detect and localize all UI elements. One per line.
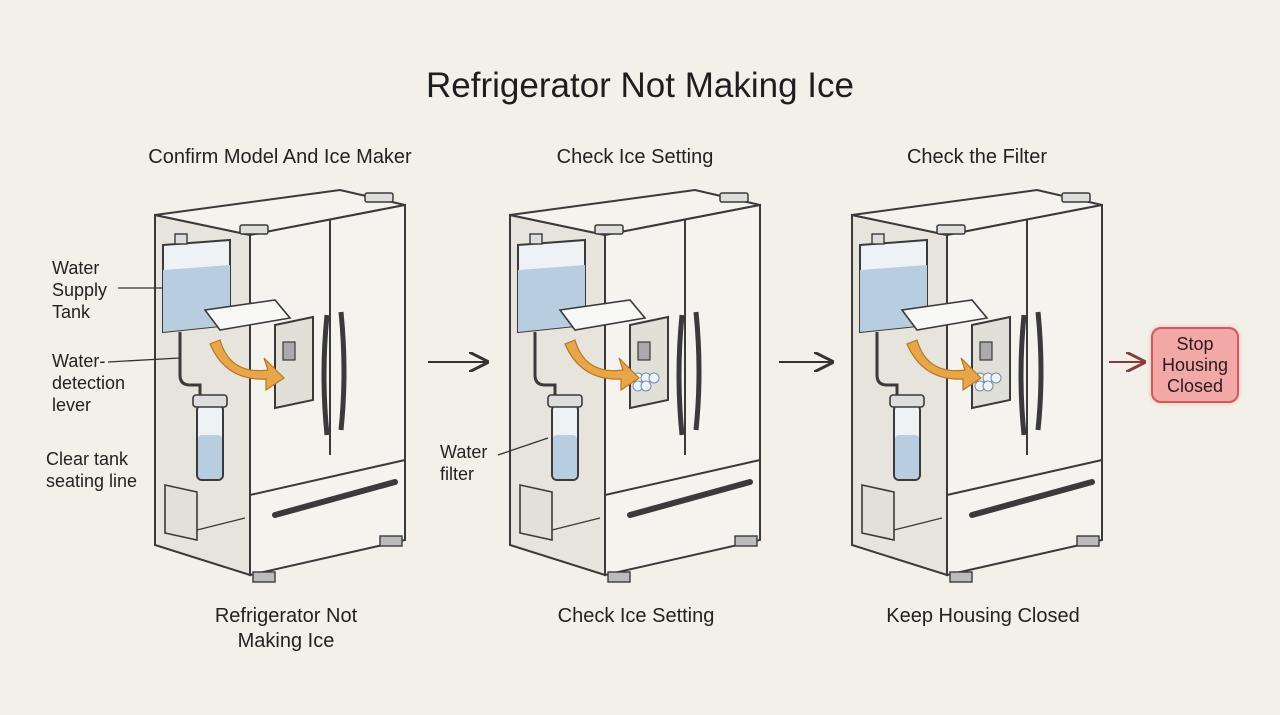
ice-tray [203,299,292,331]
ice-cube [982,380,994,392]
foot-front [607,571,631,583]
callout-water-filter: Water filter [440,442,488,484]
ice-cube [640,380,652,392]
base-pump-box [164,484,198,541]
freezer-handle [272,479,398,518]
base-line [893,517,943,531]
fridge-front [249,203,406,577]
foot-back [379,535,403,547]
fridge-illustration-2 [509,188,761,583]
leader-water-filter [497,437,549,456]
ice-dispenser [971,315,1011,410]
callout-water-supply-tank: Water Supply Tank [52,258,108,322]
ice-tray [900,299,989,331]
filter-water-fill [895,435,919,479]
water-flow-arrow [564,339,640,392]
door-handle-left [676,314,685,436]
fridge-front [946,203,1103,577]
base-line [551,517,601,531]
dispenser-nozzle [979,341,993,361]
leader-water-detection-lever [107,357,181,363]
base-pump-box [861,484,895,541]
freezer-divider [946,459,1103,496]
water-line [178,332,202,400]
hinge-right [1061,192,1091,203]
base-pump-box [519,484,553,541]
door-handle-right [1035,311,1044,431]
tank-cap [529,233,543,245]
door-handle-right [693,311,702,431]
ice-tray [558,299,647,331]
page-title: Refrigerator Not Making Ice [426,66,854,105]
tank-cap [871,233,885,245]
fridge-illustration-3 [851,188,1103,583]
filter-cap [192,394,228,408]
step-2-title: Check Ice Setting [556,146,714,168]
callout-water-detection-lever: Water- detection lever [52,351,126,415]
base-line [196,517,246,531]
filter-cap [547,394,583,408]
hinge-right [719,192,749,203]
ice-cube [648,372,660,384]
water-line [533,332,557,400]
step-2-caption: Check Ice Setting [557,605,715,627]
door-handle-left [1018,314,1027,436]
freezer-handle [627,479,753,518]
step-1-caption: Refrigerator Not Making Ice [214,605,358,652]
filter-water-fill [198,435,222,479]
fridge-illustration-1 [154,188,406,583]
foot-front [252,571,276,583]
filter-cap [889,394,925,408]
fridge-front [604,203,761,577]
water-flow-arrow [209,339,285,392]
door-handle-left [321,314,330,436]
ice-cube [990,372,1002,384]
stop-housing-closed-box: Stop Housing Closed [1151,327,1239,403]
step-1-title: Confirm Model And Ice Maker [148,146,412,168]
hinge-left [594,224,624,235]
freezer-divider [604,459,761,496]
ice-dispenser [274,315,314,410]
water-line [875,332,899,400]
step-3-caption: Keep Housing Closed [886,605,1080,627]
hinge-right [364,192,394,203]
foot-back [734,535,758,547]
ice-dispenser [629,315,669,410]
foot-front [949,571,973,583]
tank-cap [174,233,188,245]
hinge-left [239,224,269,235]
door-handle-right [338,311,347,431]
water-flow-arrow [906,339,982,392]
dispenser-nozzle [637,341,651,361]
freezer-divider [249,459,406,496]
freezer-handle [969,479,1095,518]
foot-back [1076,535,1100,547]
callout-clear-tank-seating-line: Clear tank seating line [46,449,138,491]
dispenser-nozzle [282,341,296,361]
hinge-left [936,224,966,235]
filter-water-fill [553,435,577,479]
step-3-title: Check the Filter [906,146,1048,168]
